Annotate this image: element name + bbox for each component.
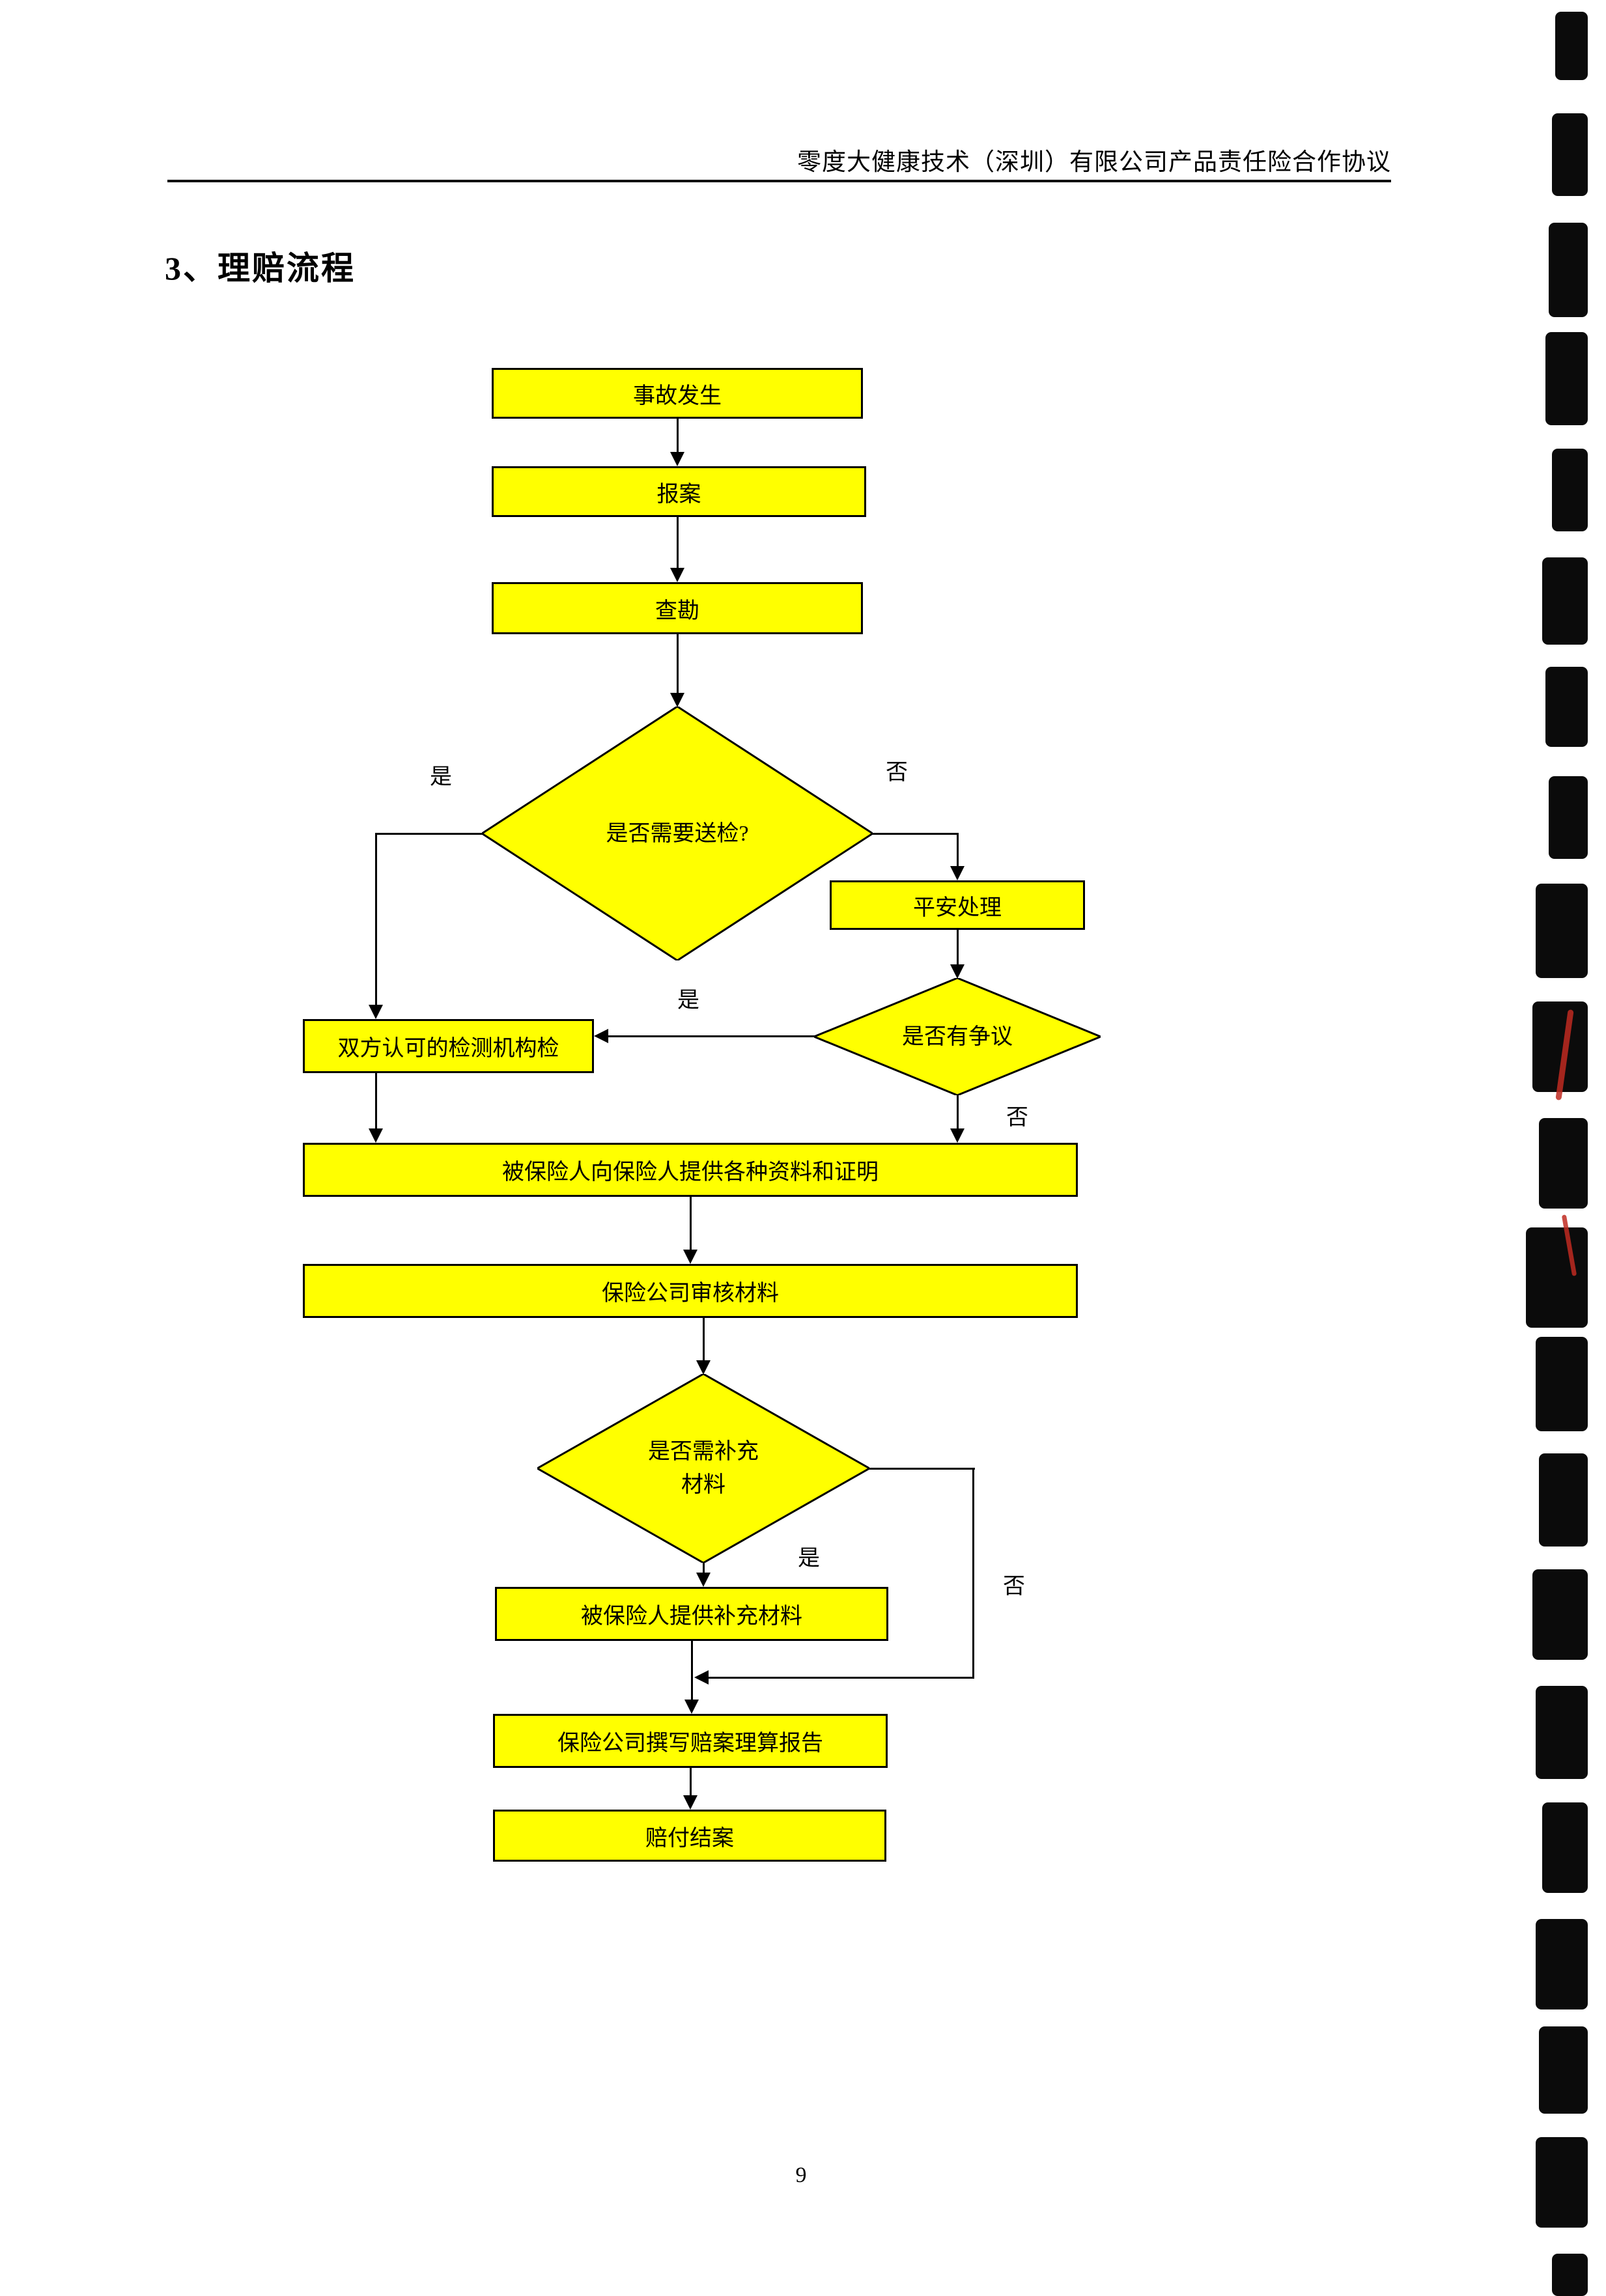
connector-line [375,1073,377,1131]
arrow-down-icon [696,1360,711,1375]
connector-line [957,930,959,967]
arrow-down-icon [670,568,684,582]
binding-mark [1555,12,1588,80]
node-accident: 事故发生 [492,368,863,419]
arrow-down-icon [670,452,684,466]
connector-line [972,1468,974,1679]
node-write-report: 保险公司撰写赔案理算报告 [493,1714,888,1768]
node-need-supplement-line1: 是否需补充 [648,1440,759,1464]
arrow-down-icon [950,866,965,880]
connector-line [957,1095,959,1131]
binding-mark [1539,1453,1588,1547]
branch-label-yes: 是 [430,765,452,789]
node-dispute: 是否有争议 [814,978,1101,1095]
binding-mark [1526,1227,1588,1328]
node-survey: 查勘 [492,582,863,634]
arrow-down-icon [369,1005,383,1019]
node-dispute-label: 是否有争议 [902,1024,1013,1049]
node-pingan-handle: 平安处理 [830,880,1085,930]
binding-mark [1545,332,1588,425]
node-need-supplement-label: 是否需补充 材料 [537,1374,869,1563]
binding-mark [1539,1118,1588,1209]
connector-line [703,1318,705,1364]
binding-mark [1536,1919,1588,2009]
node-need-supplement: 是否需补充 材料 [537,1374,869,1563]
arrow-down-icon [950,1128,965,1143]
node-review-materials: 保险公司审核材料 [303,1264,1078,1318]
binding-mark [1552,449,1588,531]
binding-mark [1545,667,1588,747]
node-settle: 赔付结案 [493,1810,886,1862]
branch-label-yes: 是 [798,1547,820,1571]
connector-line [957,833,959,869]
arrow-down-icon [369,1128,383,1143]
connector-line [690,1197,692,1252]
branch-label-no: 否 [1006,1106,1028,1130]
binding-mark [1536,884,1588,978]
connector-line [677,517,679,569]
branch-label-no: 否 [886,761,908,785]
arrow-down-icon [950,964,965,979]
arrow-down-icon [683,1250,697,1264]
binding-mark [1536,1686,1588,1779]
arrow-down-icon [696,1573,711,1587]
node-provide-supplement: 被保险人提供补充材料 [495,1587,888,1641]
binding-mark [1539,2026,1588,2114]
arrow-left-icon [594,1029,608,1043]
binding-mark [1542,557,1588,645]
connector-line [376,833,483,835]
binding-mark [1532,1569,1588,1660]
node-need-inspection: 是否需要送检? [482,707,873,960]
binding-mark [1536,1337,1588,1431]
header-divider [167,180,1391,182]
binding-mark [1542,1802,1588,1893]
arrow-down-icon [684,1700,699,1714]
connector-line [871,833,958,835]
branch-label-yes: 是 [677,988,699,1013]
connector-line [691,1641,693,1702]
connector-line [690,1768,692,1798]
page-header: 零度大健康技术（深圳）有限公司产品责任险合作协议 [797,149,1391,176]
connector-line [703,1563,705,1575]
connector-line [709,1677,973,1679]
binding-mark [1552,113,1588,196]
connector-line [677,419,679,455]
arrow-down-icon [683,1795,697,1810]
binding-mark [1552,2254,1588,2296]
binding-mark [1549,776,1588,859]
binding-mark [1536,2137,1588,2228]
connector-line [607,1035,815,1037]
binding-mark [1549,223,1588,317]
page-number: 9 [795,2163,807,2187]
connector-line [869,1468,975,1470]
section-title: 3、理赔流程 [165,250,356,287]
node-need-supplement-line2: 材料 [681,1473,726,1497]
arrow-left-icon [694,1670,709,1685]
node-agency-inspect: 双方认可的检测机构检 [303,1019,594,1073]
node-report: 报案 [492,466,866,517]
node-provide-materials: 被保险人向保险人提供各种资料和证明 [303,1143,1078,1197]
node-need-inspection-label: 是否需要送检? [606,821,749,846]
arrow-down-icon [670,693,684,707]
connector-line [677,634,679,695]
branch-label-no: 否 [1003,1575,1025,1599]
connector-line [375,833,377,1007]
